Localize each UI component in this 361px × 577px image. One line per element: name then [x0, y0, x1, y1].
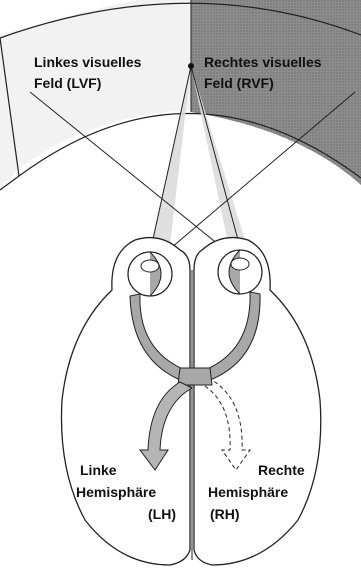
lvf-label-line2: Feld (LVF)	[34, 75, 101, 91]
left-eye	[128, 252, 172, 296]
rh-label-line1: Rechte	[258, 462, 305, 478]
lvf-label-line1: Linkes visuelles	[34, 54, 142, 70]
rvf-label-line1: Rechtes visuelles	[204, 54, 322, 70]
optic-chiasm	[178, 368, 212, 385]
fixation-point	[188, 63, 194, 69]
right-eye	[218, 250, 262, 294]
rh-label-line2: Hemisphäre	[208, 484, 288, 500]
rh-label-line3: (RH)	[210, 506, 240, 522]
lh-label-line1: Linke	[80, 462, 117, 478]
lh-label-line2: Hemisphäre	[76, 484, 156, 500]
lh-label-line3: (LH)	[148, 506, 176, 522]
visual-field-band	[0, 0, 361, 190]
rvf-label-line2: Feld (RVF)	[204, 75, 274, 91]
brain	[61, 238, 320, 565]
